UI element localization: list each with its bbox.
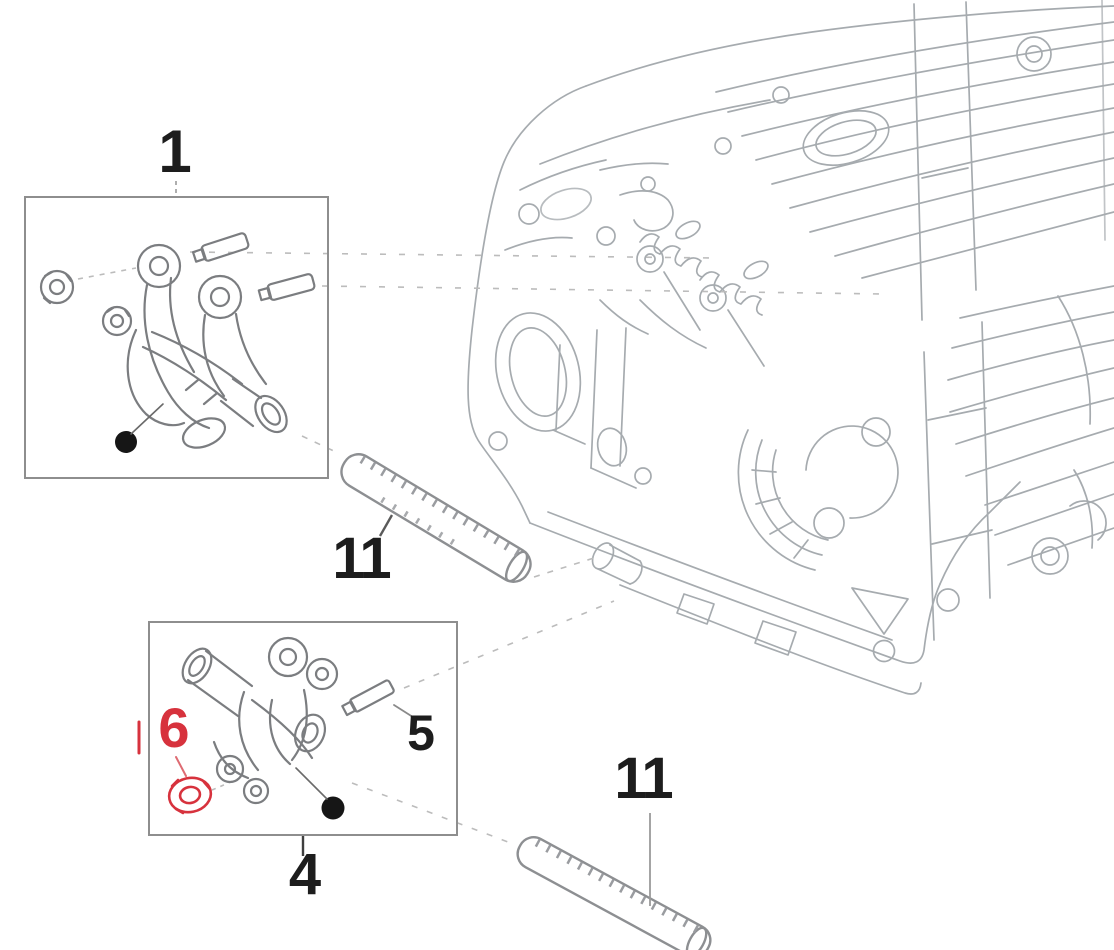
rocker-shaft-lower [516, 813, 712, 950]
callout-label-5[interactable]: 5 [407, 705, 435, 761]
locknut-6-highlight [137, 720, 213, 815]
adjuster-screw-5 [341, 679, 395, 717]
cylinder-head-drawing [467, 0, 1114, 695]
part-frame-4 [148, 621, 458, 836]
callout-label-6-highlighted[interactable]: 6 [158, 696, 189, 759]
gasket-face [488, 203, 1021, 695]
part-frame-1 [24, 196, 329, 479]
hex-nut [39, 269, 75, 305]
valve-springs [599, 220, 769, 367]
callout-label-4[interactable]: 4 [288, 842, 321, 907]
reference-dot [115, 431, 137, 453]
leader-dashed-lines [77, 181, 883, 846]
rocker-assembly-lower [181, 636, 417, 820]
adjuster-screw [257, 273, 316, 302]
adjuster-screw [191, 232, 250, 263]
shaft-boss [591, 542, 643, 585]
hex-nut [101, 305, 133, 337]
reference-dot [321, 796, 345, 820]
combustion-chamber [737, 417, 899, 571]
rocker-shaft-upper [340, 453, 532, 583]
callout-label-11-upper[interactable]: 11 [332, 526, 391, 591]
head-right-structure [913, 0, 1107, 641]
rocker-assembly-upper [39, 232, 316, 453]
callout-label-1[interactable]: 1 [158, 118, 191, 185]
cooling-fins [715, 21, 1114, 566]
callout-label-11-lower[interactable]: 11 [614, 746, 673, 811]
